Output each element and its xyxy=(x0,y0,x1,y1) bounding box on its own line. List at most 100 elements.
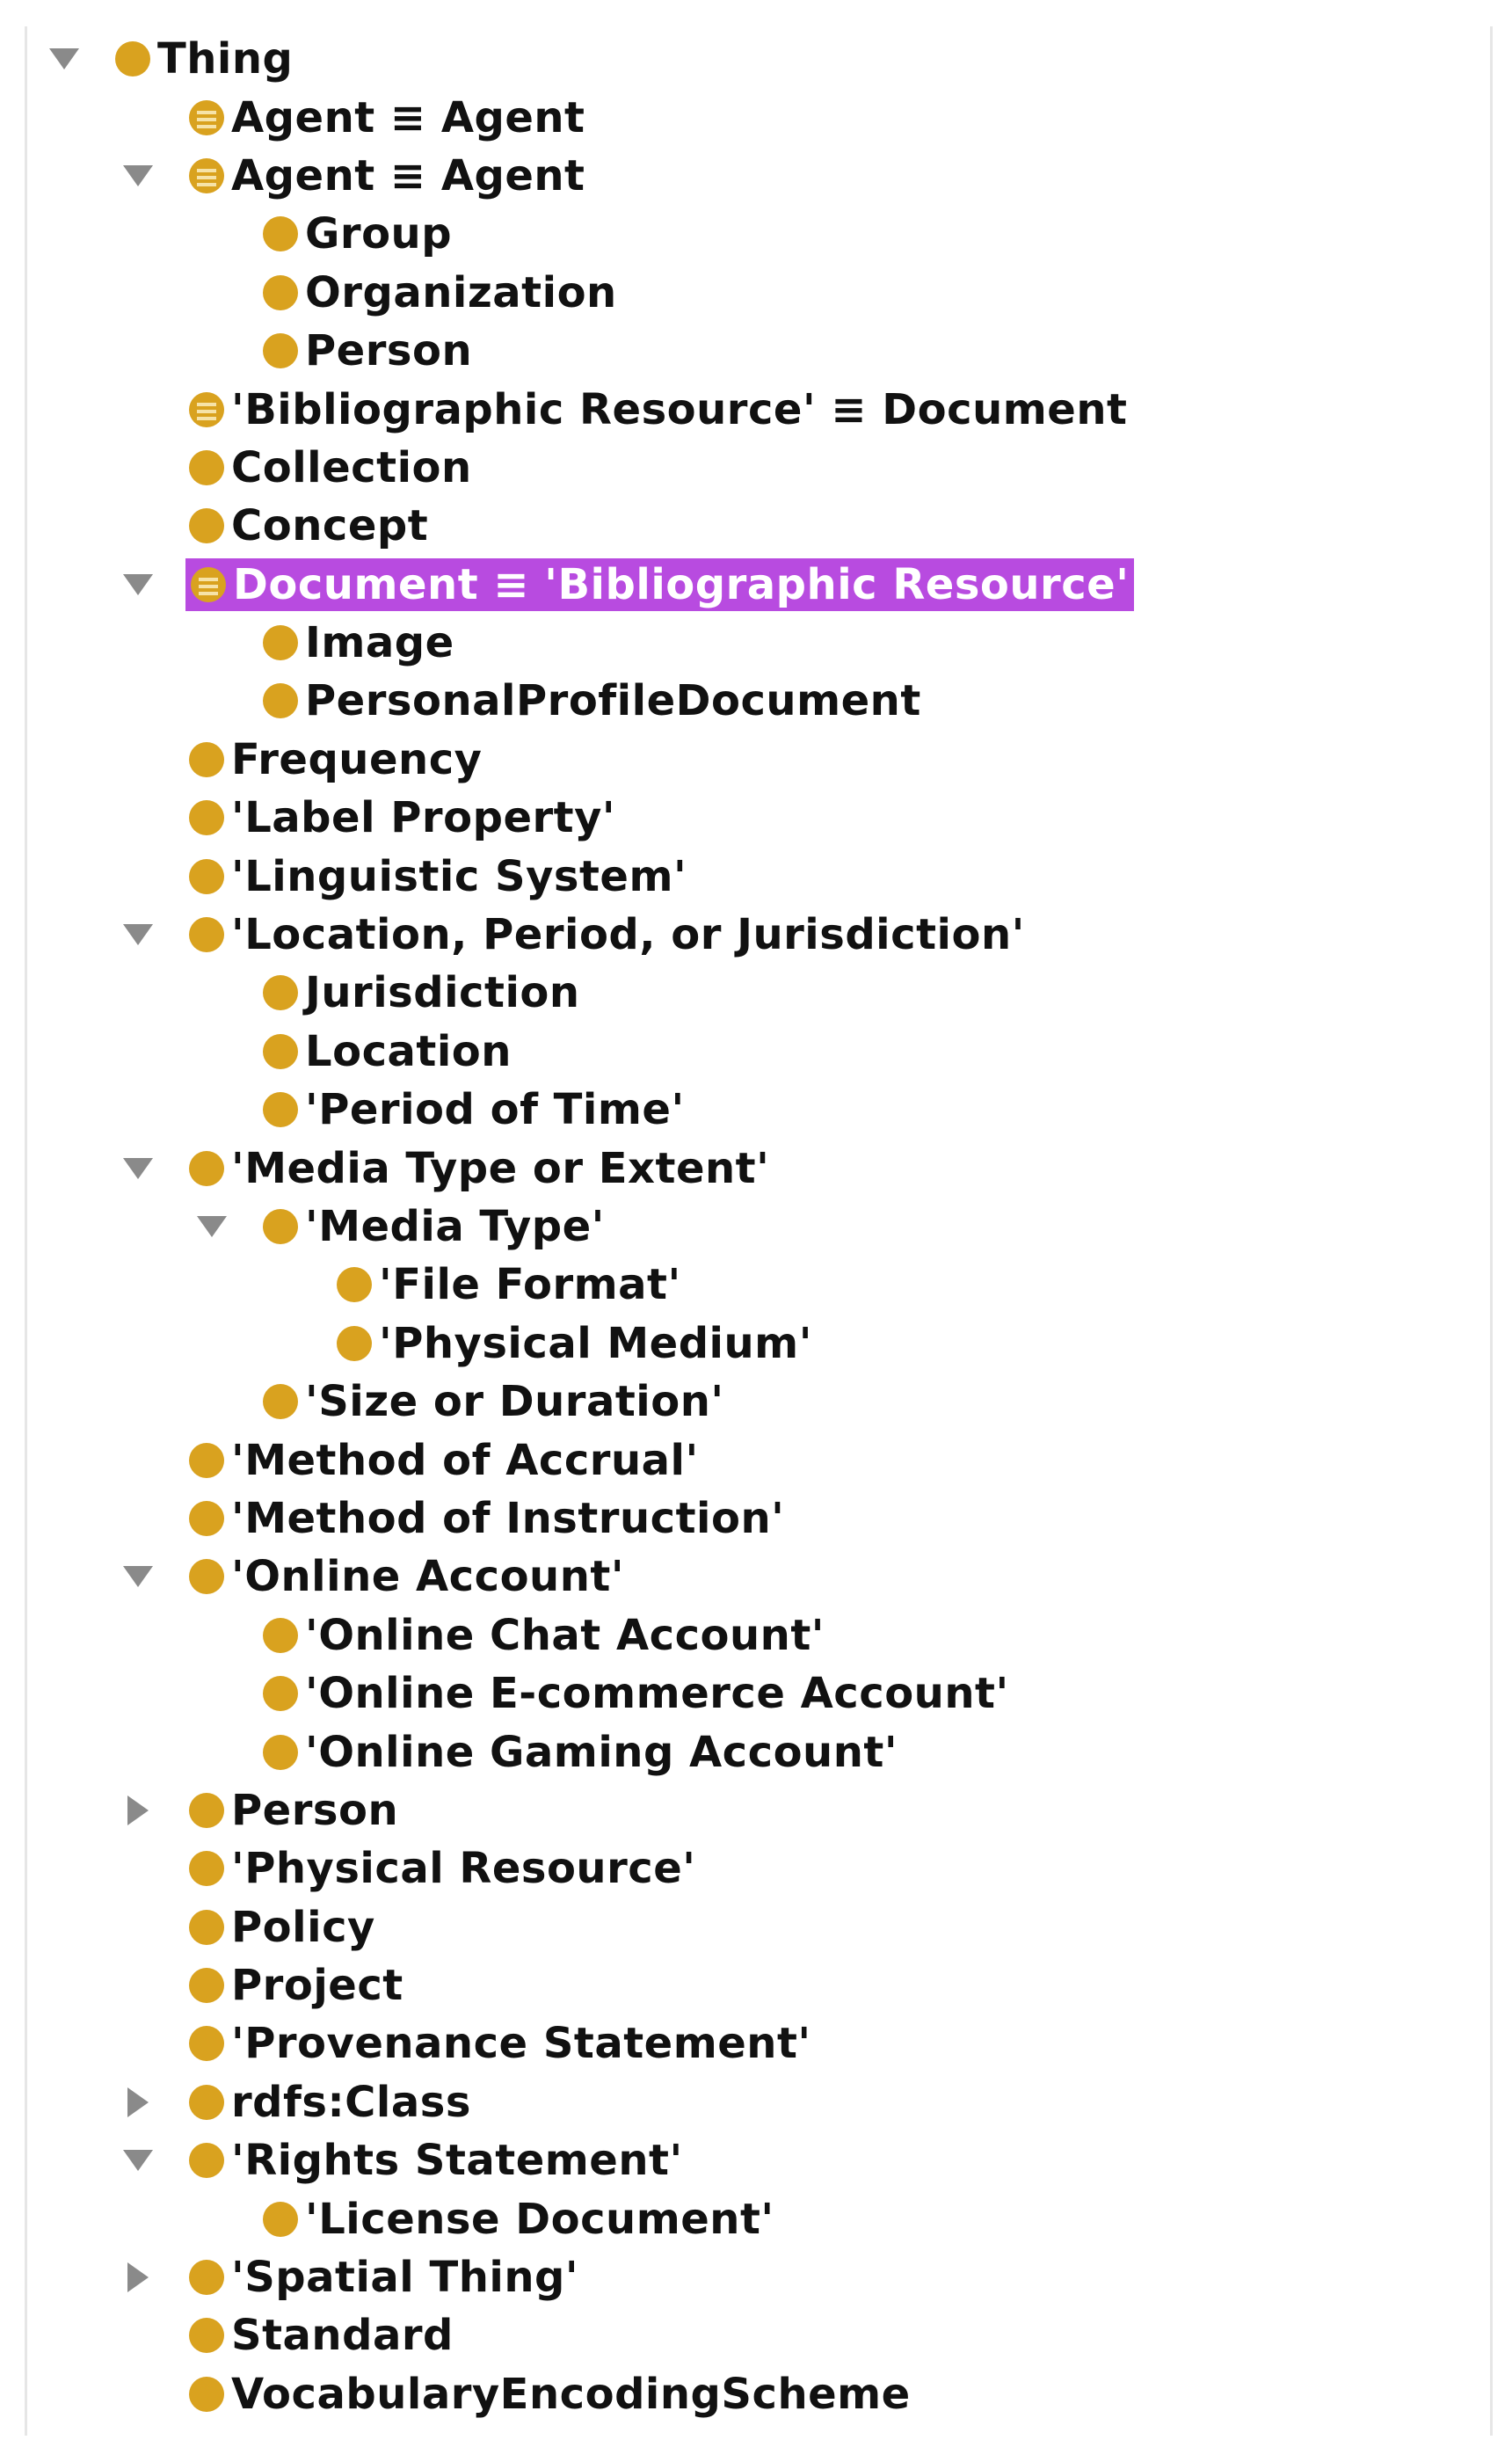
class-node[interactable]: 'Method of Accrual' xyxy=(185,1434,702,1487)
tree-row[interactable]: Group xyxy=(27,205,1490,263)
tree-row[interactable]: 'Bibliographic Resource' ≡ Document xyxy=(27,380,1490,438)
tree-row[interactable]: 'Online E-commerce Account' xyxy=(27,1664,1490,1723)
class-node[interactable]: Policy xyxy=(185,1901,379,1954)
class-node[interactable]: 'Media Type or Extent' xyxy=(185,1142,773,1195)
class-node[interactable]: 'Provenance Statement' xyxy=(185,2017,815,2070)
tree-row[interactable]: rdfs:Class xyxy=(27,2073,1490,2131)
tree-row[interactable]: Document ≡ 'Bibliographic Resource' xyxy=(27,556,1490,614)
tree-row[interactable]: 'Location, Period, or Jurisdiction' xyxy=(27,906,1490,964)
class-node[interactable]: 'Physical Resource' xyxy=(185,1842,699,1895)
class-node[interactable]: Frequency xyxy=(185,733,485,786)
tree-row[interactable]: Organization xyxy=(27,264,1490,322)
expanded-triangle-icon[interactable] xyxy=(47,41,82,76)
class-node[interactable]: 'Method of Instruction' xyxy=(185,1492,788,1545)
expanded-triangle-icon[interactable] xyxy=(120,567,156,602)
class-node[interactable]: 'Bibliographic Resource' ≡ Document xyxy=(185,383,1130,436)
class-icon xyxy=(189,741,224,777)
tree-row[interactable]: Thing xyxy=(27,30,1490,88)
tree-row[interactable]: 'Rights Statement' xyxy=(27,2131,1490,2189)
class-node[interactable]: 'Spatial Thing' xyxy=(185,2251,582,2304)
tree-row[interactable]: Concept xyxy=(27,497,1490,555)
tree-row[interactable]: Location xyxy=(27,1023,1490,1081)
tree-row[interactable]: Image xyxy=(27,614,1490,672)
class-node[interactable]: Jurisdiction xyxy=(259,966,584,1019)
tree-row[interactable]: 'Online Account' xyxy=(27,1548,1490,1606)
expanded-triangle-icon[interactable] xyxy=(120,917,156,952)
class-label: Concept xyxy=(231,501,429,551)
class-node[interactable]: Person xyxy=(185,1784,402,1837)
class-node[interactable]: 'Physical Medium' xyxy=(333,1317,816,1370)
tree-row[interactable]: 'Provenance Statement' xyxy=(27,2014,1490,2072)
class-node[interactable]: 'Online Account' xyxy=(185,1550,628,1603)
tree-row[interactable]: Person xyxy=(27,1781,1490,1839)
expanded-triangle-icon[interactable] xyxy=(120,1151,156,1186)
expanded-triangle-icon[interactable] xyxy=(120,2143,156,2178)
tree-row[interactable]: 'File Format' xyxy=(27,1256,1490,1314)
tree-row[interactable]: Policy xyxy=(27,1898,1490,1956)
class-node[interactable]: Image xyxy=(259,616,458,669)
tree-row[interactable]: Agent ≡ Agent xyxy=(27,88,1490,146)
class-node[interactable]: PersonalProfileDocument xyxy=(259,674,925,727)
tree-row[interactable]: Frequency xyxy=(27,731,1490,789)
class-node[interactable]: Person xyxy=(259,324,476,377)
tree-row[interactable]: Person xyxy=(27,322,1490,380)
tree-row[interactable]: 'License Document' xyxy=(27,2189,1490,2247)
tree-row[interactable]: 'Media Type or Extent' xyxy=(27,1139,1490,1197)
class-node[interactable]: Collection xyxy=(185,441,476,494)
tree-row[interactable]: Agent ≡ Agent xyxy=(27,147,1490,205)
tree-row[interactable]: 'Method of Instruction' xyxy=(27,1490,1490,1548)
collapsed-triangle-icon[interactable] xyxy=(120,1793,156,1828)
class-icon xyxy=(189,508,224,544)
class-node[interactable]: 'Size or Duration' xyxy=(259,1375,728,1428)
class-node[interactable]: 'Media Type' xyxy=(259,1200,608,1253)
class-node[interactable]: 'Rights Statement' xyxy=(185,2134,687,2187)
class-label: 'Online E-commerce Account' xyxy=(305,1669,1009,1719)
class-node[interactable]: rdfs:Class xyxy=(185,2076,475,2129)
tree-row[interactable]: 'Physical Resource' xyxy=(27,1839,1490,1897)
expanded-triangle-icon[interactable] xyxy=(120,158,156,193)
tree-row[interactable]: 'Size or Duration' xyxy=(27,1373,1490,1431)
class-node[interactable]: 'Online Chat Account' xyxy=(259,1609,828,1662)
class-node[interactable]: 'Linguistic System' xyxy=(185,850,690,903)
class-label: 'Spatial Thing' xyxy=(231,2253,579,2303)
tree-row[interactable]: Jurisdiction xyxy=(27,964,1490,1022)
class-node[interactable]: Organization xyxy=(259,266,621,319)
tree-row[interactable]: 'Media Type' xyxy=(27,1198,1490,1256)
class-node[interactable]: Group xyxy=(259,208,455,260)
tree-row[interactable]: 'Linguistic System' xyxy=(27,847,1490,905)
class-node[interactable]: Agent ≡ Agent xyxy=(185,91,589,144)
collapsed-triangle-icon[interactable] xyxy=(120,2260,156,2295)
class-node[interactable]: 'Label Property' xyxy=(185,791,619,844)
class-label: Location xyxy=(305,1026,512,1076)
class-node[interactable]: VocabularyEncodingScheme xyxy=(185,2368,914,2421)
tree-row[interactable]: 'Period of Time' xyxy=(27,1081,1490,1139)
tree-row[interactable]: 'Online Gaming Account' xyxy=(27,1723,1490,1781)
class-node[interactable]: Concept xyxy=(185,499,432,552)
class-node[interactable]: 'Period of Time' xyxy=(259,1083,688,1136)
tree-row[interactable]: Collection xyxy=(27,439,1490,497)
class-node[interactable]: 'Location, Period, or Jurisdiction' xyxy=(185,908,1029,961)
class-node[interactable]: Location xyxy=(259,1025,515,1078)
class-node[interactable]: Standard xyxy=(185,2309,457,2362)
selected-class-node[interactable]: Document ≡ 'Bibliographic Resource' xyxy=(185,557,1135,611)
class-node[interactable]: 'Online E-commerce Account' xyxy=(259,1667,1013,1720)
class-node[interactable]: Thing xyxy=(112,33,296,85)
class-node[interactable]: 'License Document' xyxy=(259,2193,778,2246)
expanded-triangle-icon[interactable] xyxy=(194,1209,229,1244)
tree-row[interactable]: 'Online Chat Account' xyxy=(27,1606,1490,1664)
tree-row[interactable]: 'Method of Accrual' xyxy=(27,1431,1490,1489)
class-icon xyxy=(189,1851,224,1887)
expanded-triangle-icon[interactable] xyxy=(120,1559,156,1594)
class-node[interactable]: Project xyxy=(185,1959,407,2012)
tree-row[interactable]: Project xyxy=(27,1956,1490,2014)
tree-row[interactable]: PersonalProfileDocument xyxy=(27,672,1490,730)
class-node[interactable]: 'Online Gaming Account' xyxy=(259,1726,901,1779)
tree-row[interactable]: 'Physical Medium' xyxy=(27,1315,1490,1373)
tree-row[interactable]: Standard xyxy=(27,2306,1490,2364)
class-node[interactable]: Agent ≡ Agent xyxy=(185,149,589,202)
class-node[interactable]: 'File Format' xyxy=(333,1258,685,1311)
tree-row[interactable]: VocabularyEncodingScheme xyxy=(27,2365,1490,2423)
tree-row[interactable]: 'Label Property' xyxy=(27,789,1490,847)
tree-row[interactable]: 'Spatial Thing' xyxy=(27,2248,1490,2306)
collapsed-triangle-icon[interactable] xyxy=(120,2085,156,2120)
